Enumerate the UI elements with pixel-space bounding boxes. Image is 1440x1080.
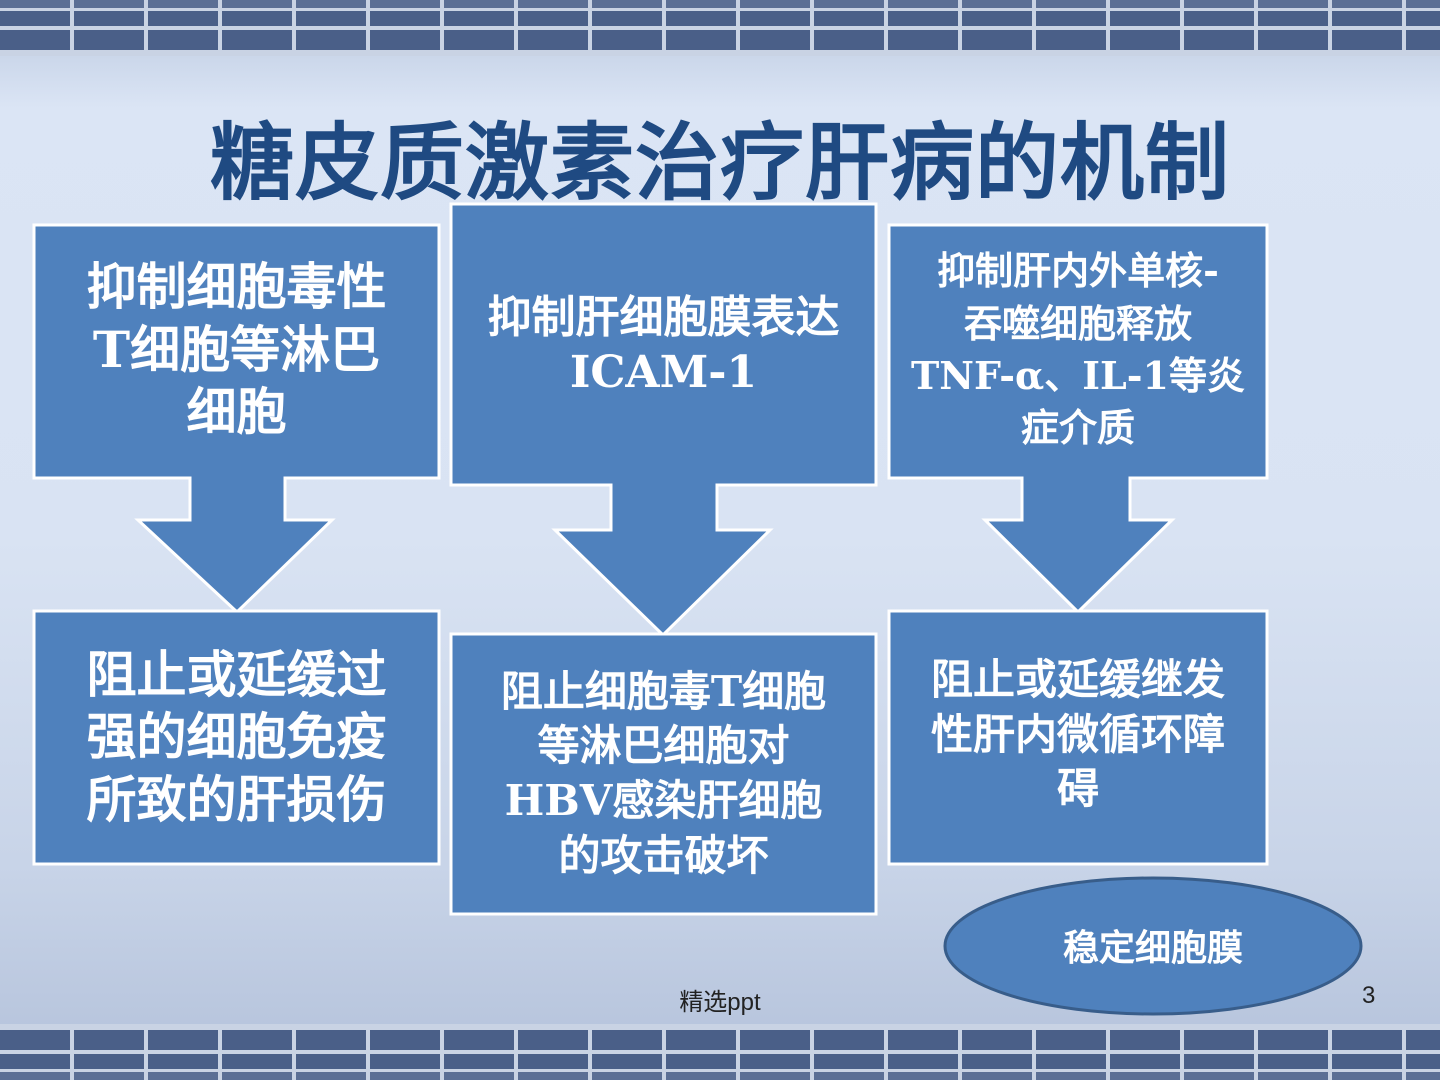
top-box-3-text: 抑制肝内外单核- 吞噬细胞释放 TNF-α、IL-1等炎症介质	[889, 240, 1267, 460]
arrow-callout-3	[887, 223, 1269, 615]
text-line: 症介质	[1020, 405, 1135, 451]
text-line: 的攻击破坏	[558, 830, 769, 880]
bottom-box-1-text: 阻止或延缓过强的细胞免疫所致的肝损伤	[34, 611, 439, 864]
text-line: 抑制细胞毒性	[86, 257, 387, 317]
result-box-3	[887, 609, 1269, 866]
result-box-1	[32, 609, 441, 866]
bottom-box-2-text: 阻止细胞毒T细胞等淋巴细胞对 HBV感染肝细胞的攻击破坏	[451, 634, 876, 914]
decorative-top-border	[0, 0, 1440, 56]
slide-title: 糖皮质激素治疗肝病的机制	[209, 113, 1230, 212]
footer-text: 精选ppt	[679, 989, 761, 1016]
text-line: 性肝内微循环障	[930, 709, 1225, 759]
text-line: HBV感染肝细胞	[504, 776, 823, 825]
text-line: 阻止细胞毒T细胞	[500, 666, 827, 716]
text-line: 等淋巴细胞对	[537, 721, 790, 771]
page-number: 3	[1362, 982, 1376, 1009]
text-line: 抑制肝细胞膜表达	[487, 292, 840, 343]
arrow-callout-2	[449, 202, 878, 638]
text-line: 吞噬细胞释放	[963, 300, 1192, 346]
text-line: T细胞等淋巴	[92, 319, 381, 379]
text-line: TNF-α、IL-1等炎	[910, 353, 1245, 398]
text-line: ICAM-1	[569, 347, 758, 398]
text-line: 碍	[1056, 764, 1099, 814]
result-box-2	[449, 632, 878, 916]
bottom-box-3-text: 阻止或延缓继发性肝内微循环障碍	[889, 650, 1267, 820]
text-line: 阻止或延缓过	[86, 644, 387, 704]
text-line: 细胞	[186, 382, 287, 442]
arrow-callout-1	[32, 223, 441, 615]
ellipse-label: 稳定细胞膜	[1062, 926, 1243, 969]
text-line: 所致的肝损伤	[86, 769, 387, 829]
text-line: 阻止或延缓继发	[930, 655, 1225, 705]
stabilize-membrane-ellipse	[943, 876, 1363, 1016]
text-line: 强的细胞免疫	[86, 707, 387, 767]
text-line: 抑制肝内外单核-	[937, 248, 1219, 294]
